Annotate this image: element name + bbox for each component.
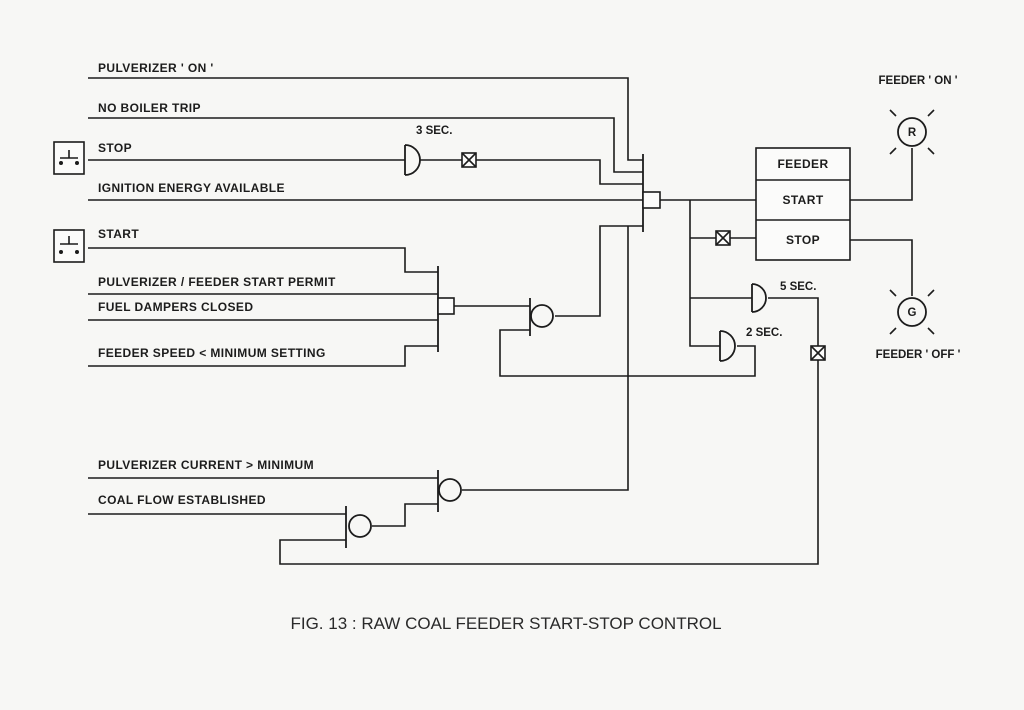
stop-pushbutton-icon (53, 141, 85, 175)
and-gate-permissive (437, 266, 455, 352)
not-box-feedback-icon (715, 230, 731, 246)
red-lamp-icon (889, 109, 935, 155)
and-gate-bottom-right (437, 470, 462, 512)
timer-5sec-icon (751, 283, 767, 313)
and-gate-bottom-left (345, 506, 372, 548)
not-box-runback-icon (810, 345, 826, 361)
figure-caption: FIG. 13 : RAW COAL FEEDER START-STOP CON… (290, 614, 721, 633)
feeder-block-start: START (782, 193, 823, 207)
green-lamp-letter: G (908, 307, 917, 319)
label-stop: STOP (98, 141, 132, 155)
red-lamp-letter: R (908, 127, 917, 139)
timer-2sec-label: 2 SEC. (746, 327, 782, 339)
label-ignition-energy: IGNITION ENERGY AVAILABLE (98, 181, 285, 195)
green-lamp-icon (889, 289, 935, 335)
label-feeder-speed: FEEDER SPEED < MINIMUM SETTING (98, 346, 326, 360)
timer-3sec-icon (404, 144, 421, 176)
label-fuel-dampers: FUEL DAMPERS CLOSED (98, 300, 253, 314)
label-start-permit: PULVERIZER / FEEDER START PERMIT (98, 275, 336, 289)
lamp-off-label: FEEDER ' OFF ' (876, 349, 961, 361)
label-pulverizer-on: PULVERIZER ' ON ' (98, 61, 214, 75)
signal-lines (88, 77, 913, 565)
lamp-on-label: FEEDER ' ON ' (879, 75, 958, 87)
or-gate (529, 298, 554, 336)
feeder-block (755, 147, 851, 261)
label-no-boiler-trip: NO BOILER TRIP (98, 101, 201, 115)
start-pushbutton-icon (53, 229, 85, 263)
label-start: START (98, 227, 139, 241)
feeder-block-title: FEEDER (777, 157, 828, 171)
feeder-block-stop: STOP (786, 233, 820, 247)
not-box-stop-icon (461, 152, 477, 168)
timer-5sec-label: 5 SEC. (780, 281, 816, 293)
and-gate-top (642, 154, 661, 232)
timer-2sec-icon (719, 330, 736, 362)
label-pulverizer-current: PULVERIZER CURRENT > MINIMUM (98, 458, 314, 472)
label-coal-flow: COAL FLOW ESTABLISHED (98, 493, 266, 507)
timer-3sec-label: 3 SEC. (416, 125, 452, 137)
